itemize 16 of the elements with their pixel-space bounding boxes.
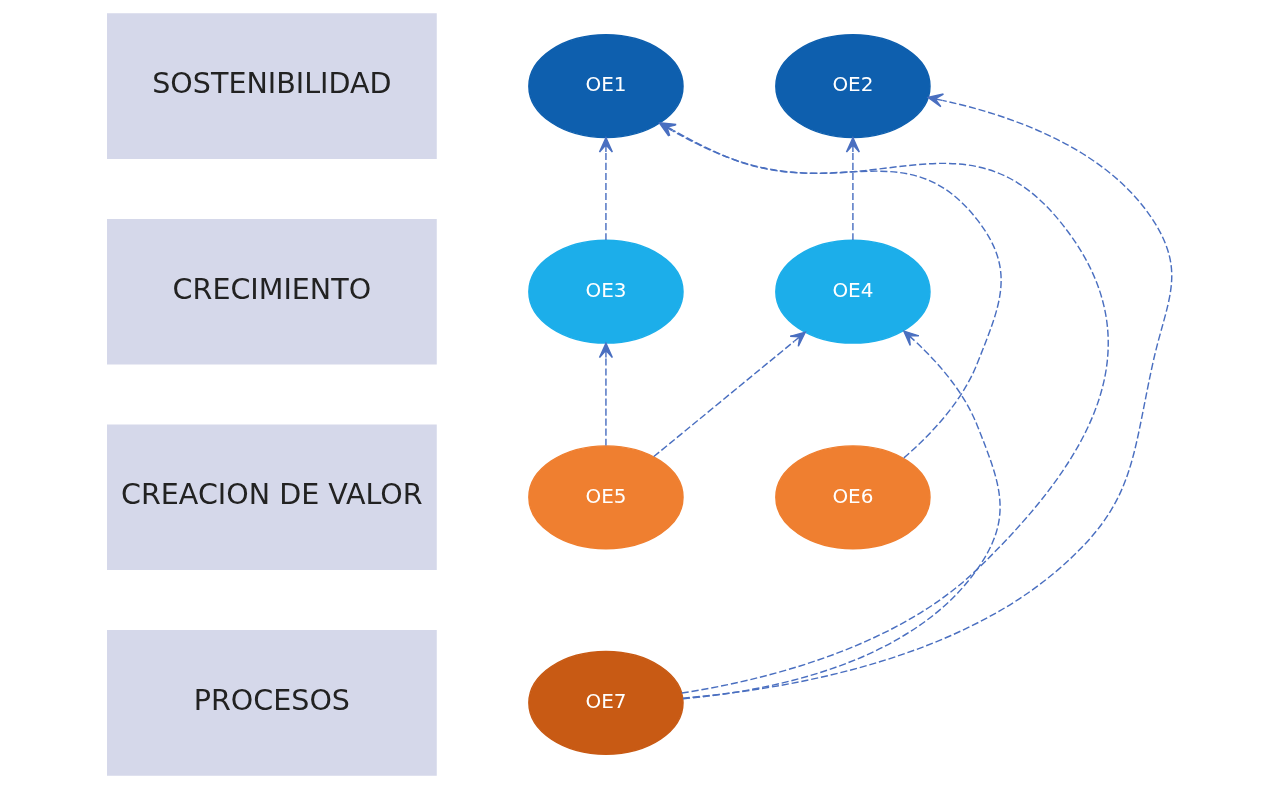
arrow [653, 331, 806, 458]
arrow [598, 342, 614, 447]
node-box: CREACION DE VALOR [107, 424, 437, 571]
node-ellipse: OE4 [775, 239, 931, 344]
node-ellipse: OE6 [775, 445, 931, 550]
node-box: PROCESOS [107, 630, 437, 776]
node-box: CRECIMIENTO [107, 218, 437, 365]
node-ellipse: OE2 [775, 34, 931, 139]
arrow [598, 136, 614, 241]
node-ellipse: OE7 [528, 650, 684, 755]
arrow [682, 93, 1173, 699]
arrow [682, 330, 1001, 700]
node-ellipse: OE5 [528, 445, 684, 550]
node-ellipse: OE3 [528, 239, 684, 344]
node-box: SOSTENIBILIDAD [107, 13, 437, 159]
arrow [845, 136, 861, 241]
